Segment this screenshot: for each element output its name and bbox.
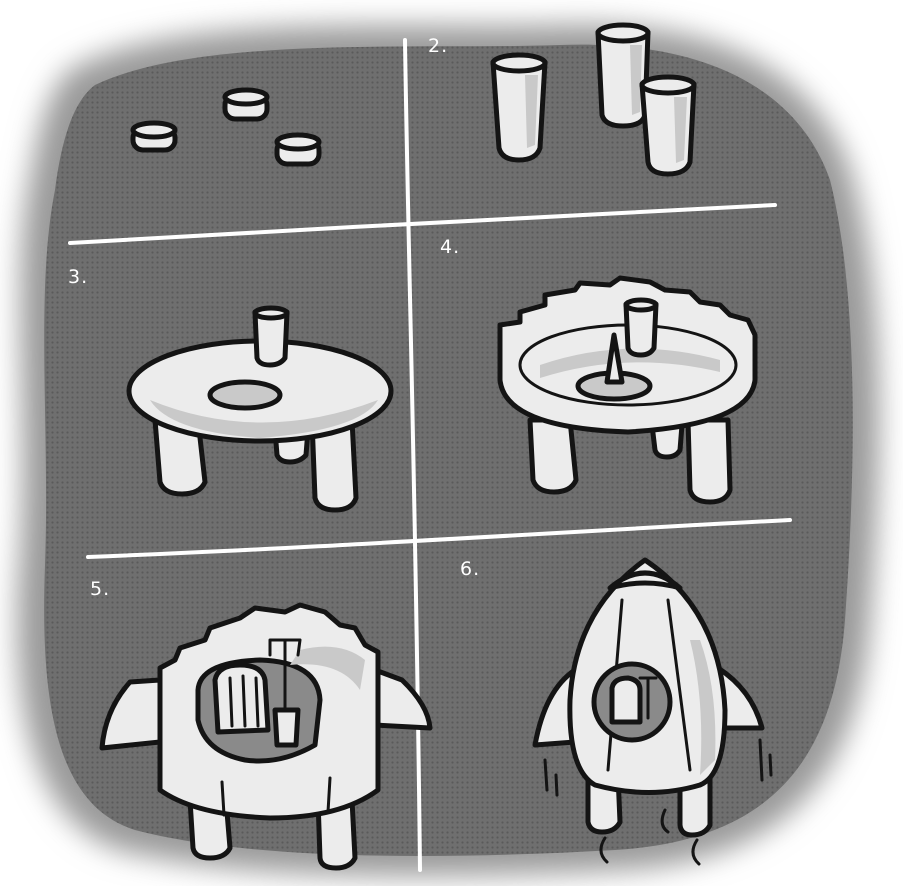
cylinder [598, 25, 648, 126]
disc [133, 123, 175, 150]
cylinder [642, 77, 694, 174]
panel-label-5: 5. [90, 578, 110, 600]
disc [277, 135, 319, 164]
panel-label-2: 2. [428, 35, 448, 57]
panel-label-3: 3. [68, 266, 88, 288]
disc [225, 90, 267, 119]
panel-label-4: 4. [440, 236, 460, 258]
seat [215, 665, 268, 732]
small-cylinder [255, 308, 287, 365]
panel-label-6: 6. [460, 558, 480, 580]
cylinder [493, 55, 545, 160]
center-disc [210, 382, 280, 408]
